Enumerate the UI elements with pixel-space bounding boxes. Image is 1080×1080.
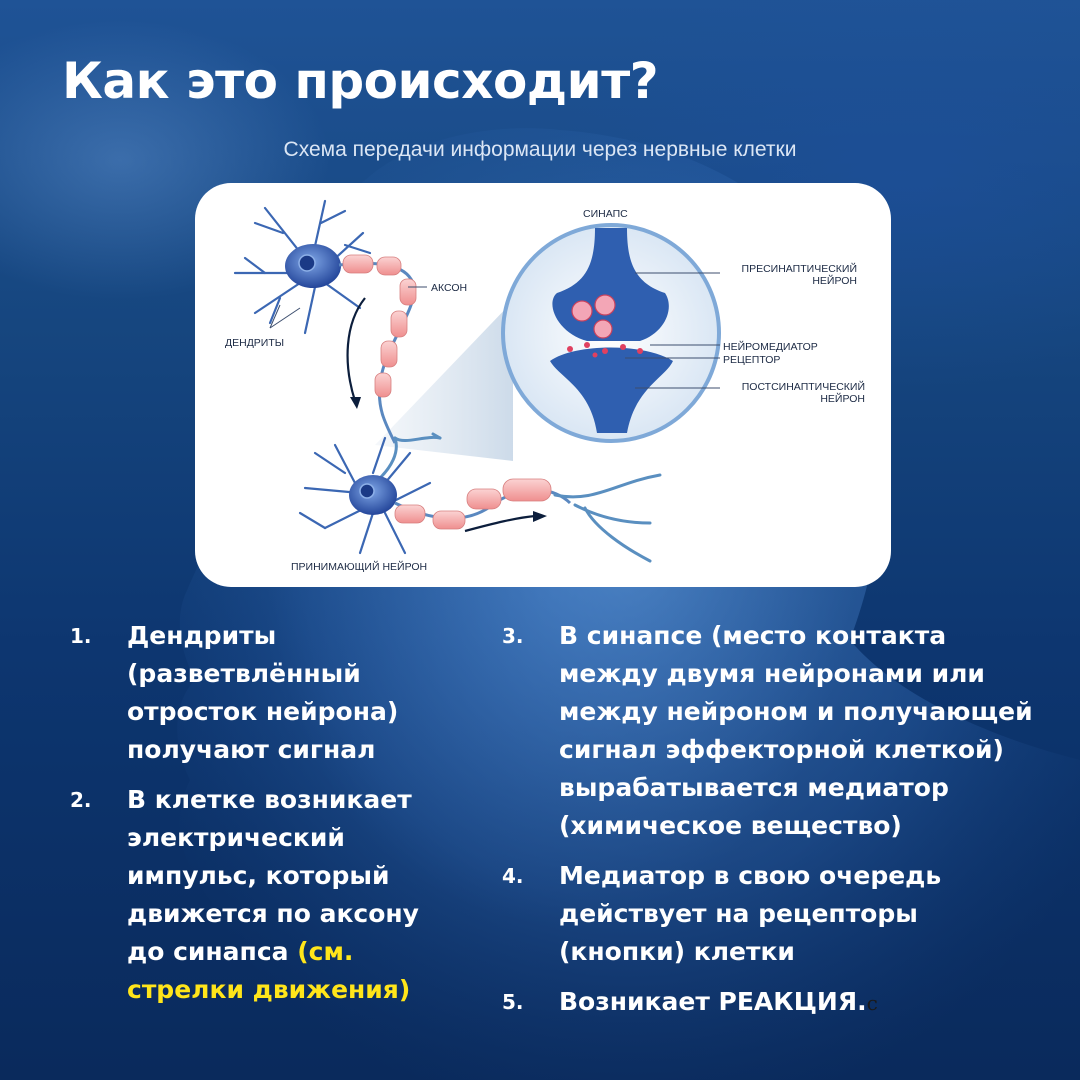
step-text: В синапсе (место контакта между двумя не… — [559, 621, 1033, 840]
label-postsynaptic: ПОСТСИНАПТИЧЕСКИЙ НЕЙРОН — [723, 381, 865, 405]
label-presynaptic: ПРЕСИНАПТИЧЕСКИЙ НЕЙРОН — [723, 263, 857, 287]
step-number: 4. — [502, 864, 524, 888]
step-number: 1. — [70, 624, 92, 648]
step-4: 4. Медиатор в свою очередь действует на … — [502, 857, 1042, 971]
step-5: 5. Возникает РЕАКЦИЯ.с — [502, 983, 1042, 1022]
label-synapse: СИНАПС — [583, 208, 628, 220]
page-title: Как это происходит? — [62, 52, 659, 110]
step-text: Дендриты (разветвлённый отросток нейрона… — [127, 621, 399, 764]
label-dendrites: ДЕНДРИТЫ — [225, 337, 285, 349]
label-receiving-neuron: ПРИНИМАЮЩИЙ НЕЙРОН — [291, 561, 428, 573]
steps-list-right: 3. В синапсе (место контакта между двумя… — [502, 617, 1042, 1034]
step-number: 3. — [502, 624, 524, 648]
neuron-diagram-illustration — [233, 199, 721, 563]
step-3: 3. В синапсе (место контакта между двумя… — [502, 617, 1042, 845]
label-presynaptic-line2: НЕЙРОН — [812, 275, 857, 287]
label-neurotransmitter: НЕЙРОМЕДИАТОР — [723, 341, 818, 353]
step-highlight: (см. стрелки движения) — [127, 937, 411, 1004]
label-postsynaptic-line2: НЕЙРОН — [820, 393, 865, 405]
step-1: 1. Дендриты (разветвлённый отросток нейр… — [70, 617, 430, 769]
step-suffix: с — [866, 991, 878, 1015]
steps-list-left: 1. Дендриты (разветвлённый отросток нейр… — [70, 617, 430, 1021]
step-number: 5. — [502, 990, 524, 1014]
page-subtitle: Схема передачи информации через нервные … — [283, 138, 797, 161]
step-text: Возникает РЕАКЦИЯ. — [559, 987, 867, 1016]
step-2: 2. В клетке возникает электрический импу… — [70, 781, 430, 1009]
label-postsynaptic-line1: ПОСТСИНАПТИЧЕСКИЙ — [741, 381, 865, 393]
neuron-diagram-panel: СИНАПС АКСОН ДЕНДРИТЫ ПРЕСИНАПТИЧЕСКИЙ Н… — [195, 183, 891, 587]
step-number: 2. — [70, 788, 92, 812]
label-axon: АКСОН — [431, 282, 468, 294]
step-text: Медиатор в свою очередь действует на рец… — [559, 861, 942, 966]
label-presynaptic-line1: ПРЕСИНАПТИЧЕСКИЙ — [741, 263, 857, 275]
label-receptor: РЕЦЕПТОР — [723, 354, 781, 366]
step-text: В клетке возникает электрический импульс… — [127, 785, 419, 966]
